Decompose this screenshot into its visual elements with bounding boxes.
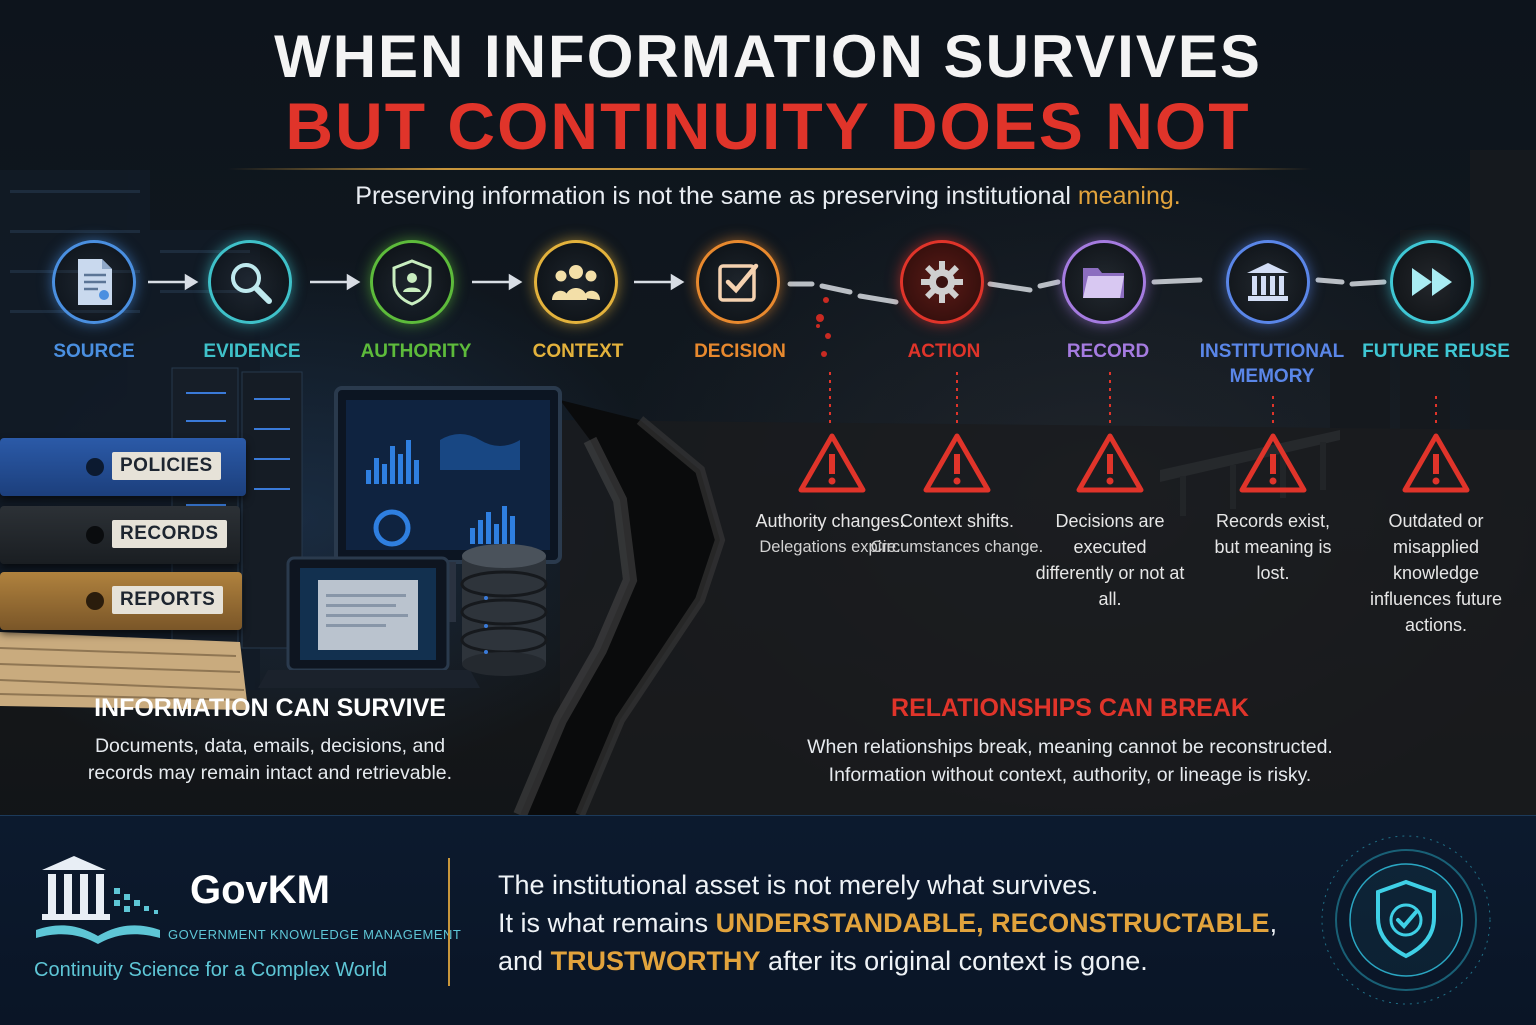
title-line-1: WHEN INFORMATION SURVIVES bbox=[274, 23, 1262, 90]
institution-icon bbox=[1247, 263, 1289, 301]
footer-line-3: and TRUSTWORTHY after its original conte… bbox=[498, 942, 1318, 980]
binder-label: POLICIES bbox=[112, 452, 221, 480]
warning-text-future-reuse: Outdated or misapplied knowledge influen… bbox=[1366, 508, 1506, 638]
warning-detail: Circumstances change. bbox=[870, 538, 1044, 556]
warning-main: Records exist, but meaning is lost. bbox=[1214, 511, 1332, 583]
title-line-2: BUT CONTINUITY DOES NOT bbox=[285, 89, 1251, 163]
warning-icon bbox=[798, 433, 866, 493]
footer-line-2: It is what remains UNDERSTANDABLE, RECON… bbox=[498, 904, 1318, 942]
warning-detail: Delegations expire. bbox=[759, 538, 901, 556]
footer-line-3-text: and bbox=[498, 946, 551, 976]
subtitle-highlight: meaning. bbox=[1077, 182, 1181, 210]
people-icon bbox=[552, 265, 600, 300]
shield-check-emblem bbox=[1321, 835, 1491, 1005]
bridge-posts bbox=[1180, 442, 1326, 516]
warning-main: Authority changes. bbox=[755, 511, 905, 531]
magnifier-icon bbox=[231, 263, 272, 304]
binder-ring bbox=[86, 526, 104, 544]
footer-line-1: The institutional asset is not merely wh… bbox=[498, 870, 1099, 900]
step-context bbox=[534, 240, 618, 324]
warning-text-authority: Authority changes. Delegations expire. bbox=[740, 508, 920, 560]
warning-main: Outdated or misapplied knowledge influen… bbox=[1369, 511, 1503, 635]
broken-chain bbox=[787, 277, 1387, 305]
warning-icon bbox=[1402, 433, 1470, 493]
right-panel-heading: RELATIONSHIPS CAN BREAK bbox=[891, 694, 1249, 722]
title-divider bbox=[228, 168, 1312, 170]
step-label-source: SOURCE bbox=[53, 341, 135, 362]
footer-line-3-highlight: TRUSTWORTHY bbox=[550, 946, 761, 976]
step-evidence bbox=[208, 240, 292, 324]
red-debris bbox=[816, 297, 831, 357]
subtitle: Preserving information is not the same a… bbox=[0, 182, 1536, 211]
warning-icon bbox=[923, 433, 991, 493]
step-label-record: RECORD bbox=[1066, 341, 1150, 362]
right-panel-body: When relationships break, meaning cannot… bbox=[807, 736, 1333, 786]
brand-tagline: GOVERNMENT KNOWLEDGE MANAGEMENT bbox=[168, 927, 462, 942]
paper-stack bbox=[0, 632, 248, 710]
footer bbox=[0, 815, 1536, 1025]
shield-user-icon bbox=[392, 259, 432, 306]
left-panel-body: Documents, data, emails, decisions, and … bbox=[87, 735, 453, 784]
step-record bbox=[1062, 240, 1146, 324]
database-stack bbox=[460, 544, 548, 676]
dashboard-monitor bbox=[334, 386, 562, 622]
document-icon bbox=[78, 259, 112, 305]
binder-records: RECORDS bbox=[0, 506, 240, 564]
step-source bbox=[52, 240, 136, 324]
checkbox-icon bbox=[718, 263, 759, 302]
binder-label: RECORDS bbox=[112, 520, 227, 548]
step-decision bbox=[696, 240, 780, 324]
govkm-logo-icon bbox=[36, 856, 160, 944]
warning-text-record: Records exist, but meaning is lost. bbox=[1203, 508, 1343, 586]
fast-forward-icon bbox=[1412, 268, 1452, 296]
footer-statement: The institutional asset is not merely wh… bbox=[498, 866, 1318, 980]
step-label-context: CONTEXT bbox=[532, 341, 624, 362]
warning-icon bbox=[1239, 433, 1307, 493]
flow-arrows bbox=[148, 273, 685, 291]
footer-divider bbox=[448, 858, 450, 986]
binder-reports: REPORTS bbox=[0, 572, 242, 630]
chasm-edge-right bbox=[575, 416, 726, 817]
step-future-reuse bbox=[1390, 240, 1474, 324]
warning-icon bbox=[1076, 433, 1144, 493]
step-label-evidence: EVIDENCE bbox=[203, 341, 301, 362]
step-label-institutional-memory: INSTITUTIONAL MEMORY bbox=[1199, 341, 1345, 387]
binder-label: REPORTS bbox=[112, 586, 224, 614]
broken-bridge bbox=[1160, 430, 1340, 482]
step-institutional-memory bbox=[1226, 240, 1310, 324]
warning-main: Context shifts. bbox=[899, 511, 1015, 531]
footer-line-2-end: , bbox=[1269, 908, 1278, 938]
step-authority bbox=[370, 240, 454, 324]
left-panel-heading: INFORMATION CAN SURVIVE bbox=[94, 694, 446, 722]
laptop bbox=[258, 556, 480, 688]
binder-policies: POLICIES bbox=[0, 438, 246, 496]
footer-line-3-end: after its original context is gone. bbox=[760, 946, 1148, 976]
warning-text-decision: Decisions are executed differently or no… bbox=[1035, 508, 1185, 612]
ground bbox=[560, 420, 1536, 815]
folder-icon bbox=[1083, 268, 1124, 298]
subtitle-text: Preserving information is not the same a… bbox=[355, 182, 1078, 210]
footer-line-2-text: It is what remains bbox=[498, 908, 716, 938]
footer-line-2-highlight: UNDERSTANDABLE, RECONSTRUCTABLE bbox=[715, 908, 1270, 938]
brand-slogan: Continuity Science for a Complex World bbox=[34, 959, 388, 981]
step-label-action: ACTION bbox=[907, 341, 981, 362]
binder-ring bbox=[86, 592, 104, 610]
step-label-future-reuse: FUTURE REUSE bbox=[1362, 341, 1510, 362]
binder-ring bbox=[86, 458, 104, 476]
step-label-decision: DECISION bbox=[694, 341, 786, 362]
brand-name: GovKM bbox=[190, 868, 330, 912]
step-label-authority: AUTHORITY bbox=[360, 341, 472, 362]
chasm-edge bbox=[513, 436, 638, 818]
step-action bbox=[900, 240, 984, 324]
gear-icon bbox=[921, 261, 963, 303]
warning-text-context: Context shifts. Circumstances change. bbox=[867, 508, 1047, 560]
warning-main: Decisions are executed differently or no… bbox=[1035, 511, 1185, 609]
warning-connectors bbox=[829, 372, 1437, 428]
